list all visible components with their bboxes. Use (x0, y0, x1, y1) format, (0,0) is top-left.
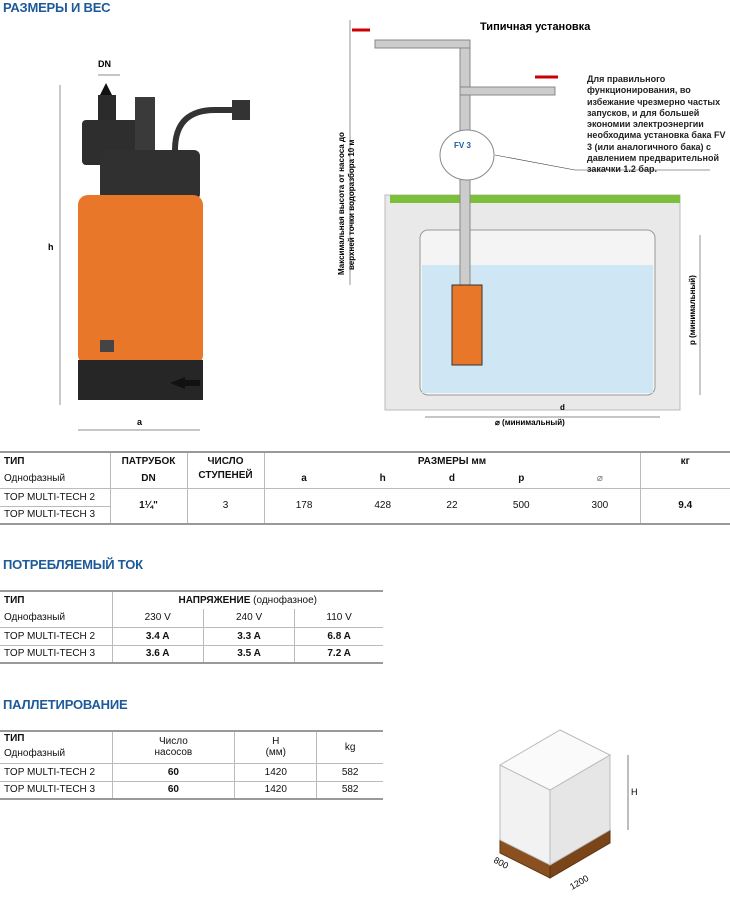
h-header-1: H (272, 736, 280, 748)
current-value: 7.2 A (327, 648, 351, 660)
current-value: 6.8 A (327, 630, 351, 642)
current-value: 3.3 A (203, 627, 296, 645)
current-value: 3.6 A (112, 645, 204, 663)
section-title-current: ПОТРЕБЛЯЕМЫЙ ТОК (3, 557, 143, 572)
pallet-h-label: H (631, 787, 638, 797)
model-name: TOP MULTI-TECH 3 (0, 645, 113, 663)
voltage-note: (однофазное) (250, 595, 317, 606)
kg-value: 582 (341, 766, 359, 778)
voltage-header: НАПРЯЖЕНИЕ (однофазное) (112, 591, 383, 609)
install-title: Типичная установка (480, 21, 591, 33)
installed-pump (451, 284, 483, 366)
col-p: p (518, 473, 525, 485)
kg-header: kg (344, 741, 356, 753)
stages-header: ЧИСЛО (187, 452, 265, 470)
model-name: TOP MULTI-TECH 2 (0, 763, 113, 781)
sizes-header: РАЗМЕРЫ мм (264, 452, 641, 470)
a-label: a (137, 417, 143, 427)
d-label: d (560, 403, 565, 412)
h-value: 1420 (234, 781, 318, 799)
count-value: 60 (112, 763, 236, 781)
kg-header: кг (680, 456, 690, 467)
stages-header-2: СТУПЕНЕЙ (187, 470, 265, 488)
diameter-label: ⌀ (минимальный) (495, 418, 565, 427)
phase-label: Однофазный (0, 745, 113, 763)
count-value: 60 (112, 781, 236, 799)
phase-label: Однофазный (0, 470, 111, 488)
h-header: H(мм) (234, 731, 318, 763)
h-header-2: (мм) (265, 747, 286, 759)
model-name: TOP MULTI-TECH 3 (0, 506, 111, 524)
phase-label: Однофазный (0, 609, 113, 627)
dn-value: 1¼" (110, 488, 188, 524)
type-header: ТИП (0, 591, 113, 609)
stages-value: 3 (187, 488, 265, 524)
a-value: 178 (295, 500, 313, 512)
nozzle-header: ПАТРУБОК (110, 452, 188, 470)
h-label: h (48, 242, 54, 252)
type-header: ТИП (0, 731, 113, 745)
col-diameter: ⌀ (560, 470, 641, 488)
power-cable (172, 107, 235, 151)
count-header-2: насосов (154, 747, 193, 759)
weight-value: 9.4 (678, 500, 693, 512)
p-label: р (минимальный) (688, 275, 697, 345)
count-header-1: Число (159, 736, 188, 748)
height-label-1: Максимальная высота от насоса до (337, 132, 346, 275)
voltage-label: НАПРЯЖЕНИЕ (178, 595, 251, 606)
col-a: a (301, 473, 307, 485)
model-name: TOP MULTI-TECH 3 (0, 781, 113, 799)
h-value: 428 (374, 500, 392, 512)
section-title-dimensions: РАЗМЕРЫ И ВЕС (3, 0, 111, 15)
fv3-label: FV 3 (454, 141, 471, 150)
pallet-drawing: H 800 1200 (492, 729, 638, 892)
current-value: 3.5 A (203, 645, 296, 663)
pallet-width-label: 800 (492, 855, 510, 871)
dn-label: DN (98, 59, 111, 69)
height-label-2: верхней точки водоразбора 10 м (347, 140, 356, 270)
model-name: TOP MULTI-TECH 2 (0, 488, 111, 507)
current-value: 3.4 A (112, 627, 204, 645)
fv3-tank (439, 129, 495, 181)
dn-header: DN (110, 470, 188, 488)
dimensions-table: ТИП ПАТРУБОК ЧИСЛО РАЗМЕРЫ мм кг Однофаз… (0, 451, 730, 525)
p-value: 500 (512, 500, 530, 512)
h-value: 1420 (234, 763, 318, 781)
kg-value: 582 (341, 784, 359, 796)
up-arrow-icon (100, 83, 112, 95)
col-110v: 110 V (326, 612, 352, 624)
model-name: TOP MULTI-TECH 2 (0, 627, 113, 645)
col-240v: 240 V (203, 609, 296, 627)
installation-note: Для правильного функционирования, во изб… (587, 74, 726, 175)
col-230v: 230 V (112, 609, 204, 627)
section-title-pallet: ПАЛЛЕТИРОВАНИЕ (3, 697, 128, 712)
box-stack-top (498, 729, 612, 791)
typical-installation-drawing: Типичная установка FV 3 Максимальная выс… (337, 20, 710, 427)
pump-dimension-drawing: DN h a (48, 59, 250, 431)
pump-body (78, 195, 203, 365)
inlet-arrow-icon (170, 377, 185, 389)
col-d: d (448, 473, 456, 485)
grass (390, 195, 680, 203)
col-h: h (379, 473, 386, 485)
d-value: 22 (446, 500, 458, 512)
type-header: ТИП (0, 452, 111, 470)
current-table: ТИП НАПРЯЖЕНИЕ (однофазное) Однофазный 2… (0, 590, 383, 664)
diameter-value: 300 (560, 488, 641, 524)
pallet-length-label: 1200 (568, 873, 590, 892)
